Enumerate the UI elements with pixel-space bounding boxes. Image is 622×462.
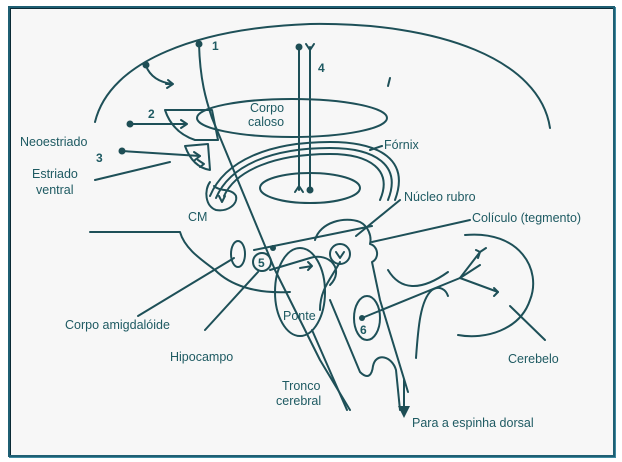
espinha-dorsal-label: Para a espinha dorsal <box>412 416 534 430</box>
pathway-3-axon <box>121 150 201 157</box>
pathway-4-terminal-bottom <box>294 185 304 193</box>
pathway-4-label: 4 <box>318 61 325 75</box>
pathway-4-cell-body-bottom <box>306 186 314 194</box>
pathway-1-axon <box>198 43 351 411</box>
cm-label: CM <box>188 210 207 224</box>
cerebelo-outline <box>457 233 535 338</box>
tronco-cerebral-label-line1: Tronco <box>282 379 320 393</box>
nucleo-rubro-terminal <box>335 251 345 259</box>
cerebelo-label: Cerebelo <box>508 352 559 366</box>
cm-shape <box>205 181 238 212</box>
pathway-1-label: 1 <box>212 39 219 53</box>
coliculo-leader <box>371 219 471 243</box>
hipocampo-leader <box>204 271 259 331</box>
estriado-ventral-shape <box>184 143 211 171</box>
brainstem-left-contour <box>329 299 401 411</box>
fornix-label: Fórnix <box>384 138 419 152</box>
hipocampo-label: Hipocampo <box>170 350 233 364</box>
cerebellar-terminal-b <box>493 287 499 297</box>
neoestriado-shape <box>164 109 219 141</box>
pathway-2-label: 2 <box>148 107 155 121</box>
cerebellar-pathway-branch-a <box>459 251 481 279</box>
cerebelo-leader <box>509 305 546 341</box>
corpo-caloso-label-line2: caloso <box>248 115 284 129</box>
tronco-cerebral-label-line2: cerebral <box>276 394 321 408</box>
cerebellar-peduncle-b <box>415 286 449 359</box>
ponte-label: Ponte <box>283 309 316 323</box>
nucleo-rubro-leader <box>355 199 401 237</box>
cm-terminal <box>218 195 226 203</box>
pathway-3-label: 3 <box>96 151 103 165</box>
pathway-3-terminal <box>193 151 205 168</box>
fornix-arc-outer <box>209 141 400 201</box>
pathway-2-cell-body <box>126 120 134 128</box>
cortex-outline <box>94 22 551 129</box>
cortical-neuron-body <box>142 61 150 69</box>
pathway-6-label: 6 <box>360 323 367 337</box>
ponte-terminal <box>299 261 313 271</box>
corpo-amigdaloide-leader <box>137 257 235 317</box>
cerebellar-terminal-a <box>475 247 487 259</box>
tronco-cerebral-leader <box>311 329 348 411</box>
cortical-neuron-terminal <box>165 79 174 89</box>
pathway-3-cell-body <box>118 147 126 155</box>
spinal-arrow-head <box>398 406 410 418</box>
brainstem-upper <box>314 218 409 393</box>
estriado-ventral-label-line2: ventral <box>36 183 74 197</box>
pathway-4-terminal-top <box>305 43 315 51</box>
fornix-arc-inner <box>223 153 385 201</box>
nucleo-rubro-label: Núcleo rubro <box>404 190 476 204</box>
small-tick-mark <box>387 77 391 87</box>
corpo-caloso-shape <box>196 98 388 138</box>
pathway-5-cell-body <box>270 245 276 251</box>
cerebellar-pathway-branch-b <box>459 277 499 293</box>
estriado-ventral-leader <box>94 161 171 181</box>
fornix-leader <box>369 145 383 151</box>
corpo-caloso-label-line1: Corpo <box>250 101 284 115</box>
pathway-6-shape <box>353 295 381 341</box>
pathway-2-terminal <box>180 119 188 129</box>
cerebellar-peduncle-a <box>387 269 449 287</box>
fornix-arc-mid <box>215 147 393 201</box>
hipocampo-circle <box>252 252 272 272</box>
pathway-5-lower <box>269 255 337 286</box>
neoestriado-label: Neoestriado <box>20 135 87 149</box>
coliculo-label: Colículo (tegmento) <box>472 211 581 225</box>
estriado-ventral-label-line1: Estriado <box>32 167 78 181</box>
ponte-shape <box>274 247 326 337</box>
corpo-amigdaloide-label: Corpo amigdalóide <box>65 318 170 332</box>
red-nucleus-descending <box>319 261 341 311</box>
pathway-5-label: 5 <box>258 256 265 270</box>
pathway-4-cell-body-top <box>295 43 303 51</box>
corpo-amigdaloide-shape <box>230 240 246 268</box>
